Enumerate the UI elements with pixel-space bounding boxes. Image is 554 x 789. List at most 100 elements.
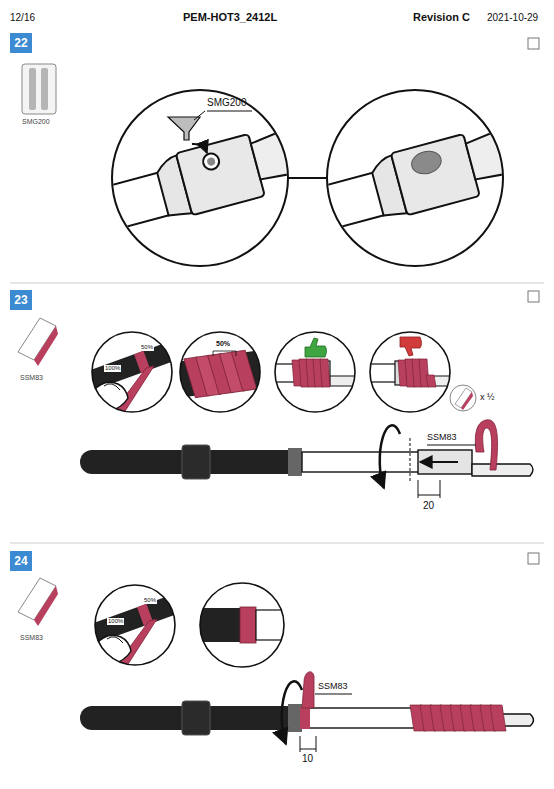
cable-assembly-23 — [420, 461, 458, 463]
sealant-tube-icon — [22, 64, 56, 114]
cable-assembly-24 — [282, 681, 302, 744]
detail-circle-before — [297, 129, 329, 161]
cable-assembly-24 — [315, 694, 352, 695]
cable-assembly-23 — [182, 445, 210, 479]
detail-circle-before — [47, 90, 347, 266]
tape-start-detail — [195, 607, 296, 643]
detail-circle-after — [262, 112, 554, 250]
funnel-symbol — [168, 117, 200, 140]
correct-example — [292, 359, 330, 387]
checkbox — [528, 553, 539, 564]
cable-assembly-24 — [410, 705, 506, 731]
wrong-example — [400, 337, 422, 356]
overlap-detail — [168, 332, 282, 412]
correct-example — [270, 332, 360, 412]
correct-example — [270, 359, 360, 387]
cable-assembly-23 — [302, 452, 420, 472]
overlap-detail — [213, 351, 236, 356]
tape-length-icon — [461, 392, 473, 410]
funnel-symbol — [207, 111, 252, 112]
cable-assembly-24 — [300, 749, 316, 750]
step-number: 22 — [10, 33, 32, 53]
cable-assembly-23 — [418, 450, 472, 474]
tape-icon — [18, 578, 58, 626]
checkbox — [528, 291, 539, 302]
correct-example — [330, 376, 360, 386]
tape-icon — [34, 586, 58, 626]
cable-assembly-24 — [490, 705, 506, 731]
detail-circle-after — [262, 112, 554, 250]
sealant-tube-icon — [41, 68, 48, 110]
detail-circle-after — [409, 148, 444, 177]
cable-assembly-24 — [502, 714, 534, 726]
tape-length-icon — [450, 385, 476, 411]
tape-start-detail — [195, 583, 296, 667]
funnel-symbol — [168, 111, 252, 153]
part-callout: SMG200 — [207, 97, 246, 109]
dimension: 20 — [423, 500, 434, 512]
tape-hand-detail — [71, 585, 200, 669]
detail-circle-after — [327, 90, 503, 266]
step-number: 23 — [10, 290, 32, 310]
cable-assembly-24 — [182, 701, 210, 735]
funnel-symbol — [194, 111, 205, 120]
quantity: x ½ — [480, 392, 495, 402]
cable-assembly-24 — [300, 736, 301, 752]
wrong-example — [398, 359, 436, 387]
cable-assembly-24 — [302, 672, 314, 708]
step-separator — [10, 543, 544, 544]
sealant-tube-icon — [22, 64, 56, 114]
cable-assembly-23 — [472, 464, 533, 476]
cable-assembly-23 — [80, 420, 533, 498]
overlap-detail — [231, 349, 256, 391]
cable-assembly-24 — [300, 707, 310, 729]
cable-assembly-24 — [80, 672, 534, 752]
tape-icon — [18, 318, 58, 366]
funnel-symbol — [192, 144, 207, 153]
wrong-example — [426, 375, 436, 387]
part-name: SSM83 — [20, 634, 43, 642]
step-separator — [10, 283, 544, 543]
wrong-example — [365, 332, 455, 412]
cable-assembly-24 — [288, 704, 302, 732]
cable-assembly-24 — [316, 736, 317, 752]
cable-assembly-23 — [418, 495, 440, 496]
detail-circle-after — [512, 129, 544, 161]
overlap-value: 50% — [215, 340, 231, 348]
cable-assembly-23 — [410, 438, 411, 482]
tape-hand-detail — [71, 585, 200, 669]
step-number-text: 23 — [14, 294, 27, 306]
tape-length-icon — [450, 385, 476, 411]
part-callout: SSM83 — [427, 432, 457, 442]
date: 2021-10-29 — [487, 12, 538, 24]
checkbox — [528, 38, 539, 564]
tape-icon — [34, 326, 58, 366]
overlap-value: 50% — [140, 344, 154, 351]
overlap-value: 100% — [104, 365, 121, 372]
correct-example — [275, 332, 355, 412]
wrong-example — [365, 359, 455, 387]
tape-start-detail — [200, 583, 284, 667]
detail-circle-before — [47, 112, 347, 250]
detail-circle-before — [47, 112, 347, 250]
part-callout: SSM83 — [318, 681, 348, 691]
tape-start-detail — [240, 607, 256, 643]
detail-circle-before — [201, 152, 221, 172]
document-code: PEM-HOT3_2412L — [183, 11, 277, 24]
cable-assembly-23 — [380, 425, 400, 488]
checkbox — [528, 38, 539, 49]
step-number-text: 24 — [14, 555, 27, 567]
detail-circle-before — [249, 114, 344, 184]
tape-start-detail — [256, 610, 296, 640]
overlap-value: 50% — [143, 597, 157, 604]
tape-hand-detail — [68, 332, 197, 416]
step-separator — [10, 283, 544, 284]
detail-circle-before — [112, 90, 288, 266]
overlap-value: 100% — [107, 618, 124, 625]
wrong-example — [370, 332, 450, 412]
wrong-example — [425, 376, 455, 386]
dimension: 10 — [302, 753, 313, 765]
detail-circle-before — [206, 157, 216, 167]
step-number-text: 22 — [14, 37, 27, 49]
